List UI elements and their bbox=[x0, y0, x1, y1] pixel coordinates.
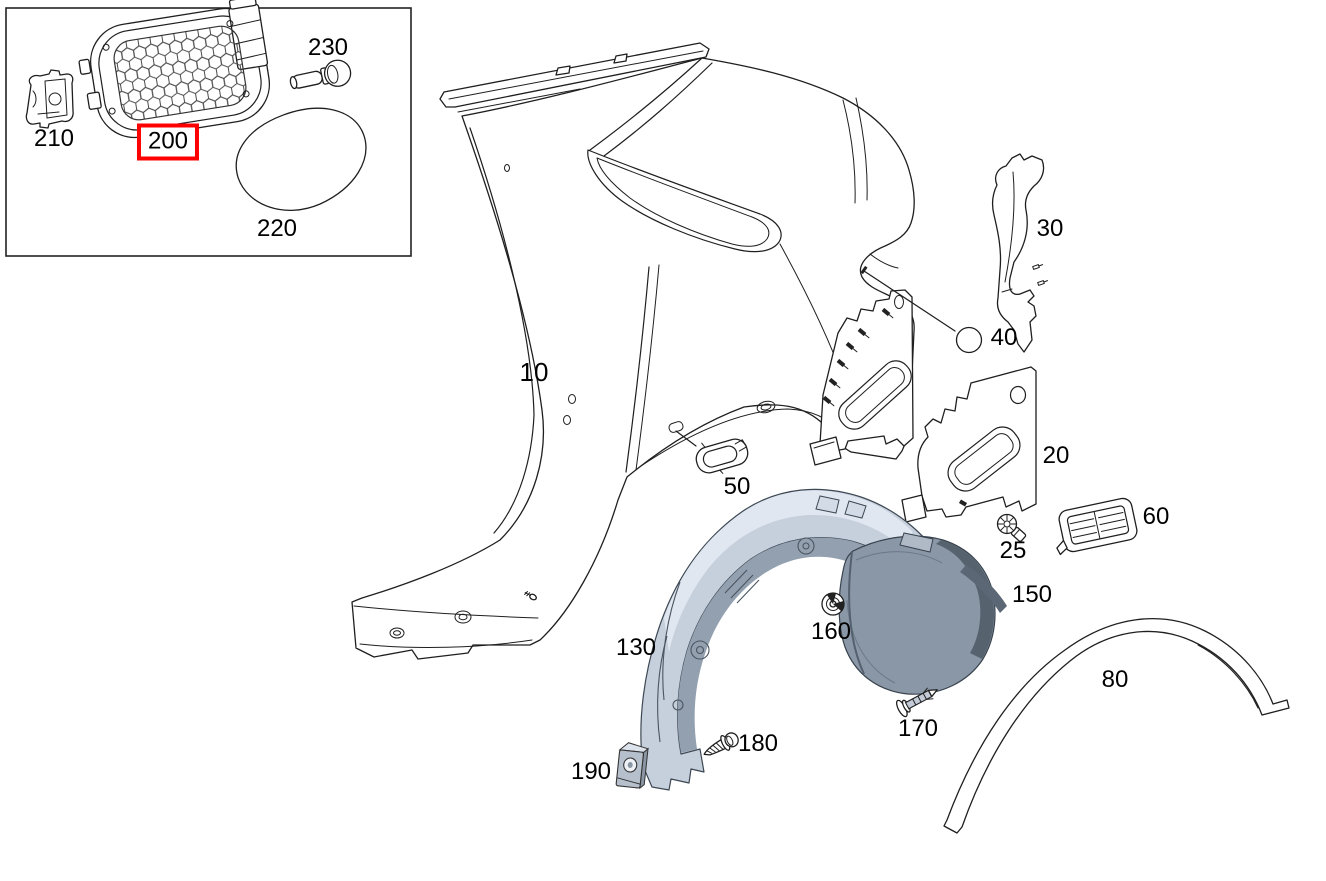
part-170-drawing[interactable] bbox=[895, 682, 942, 718]
part-190-drawing[interactable] bbox=[615, 742, 650, 790]
part-210-drawing[interactable] bbox=[25, 69, 74, 129]
part-60-drawing[interactable] bbox=[1050, 497, 1139, 556]
part-10-drawing[interactable] bbox=[351, 42, 917, 660]
part-20-drawing[interactable] bbox=[901, 366, 1037, 523]
inset-box bbox=[5, 0, 412, 257]
part-160-drawing[interactable] bbox=[821, 592, 845, 616]
part-50-drawing[interactable] bbox=[692, 432, 752, 480]
part-label-60[interactable]: 60 bbox=[1142, 503, 1170, 530]
part-label-30[interactable]: 30 bbox=[1036, 215, 1064, 242]
part-label-150[interactable]: 150 bbox=[1011, 581, 1053, 608]
part-80-drawing[interactable] bbox=[943, 617, 1290, 834]
part-220-drawing[interactable] bbox=[226, 97, 377, 222]
leader-line-40 bbox=[860, 265, 956, 332]
part-30-drawing[interactable] bbox=[991, 153, 1049, 353]
part-label-40[interactable]: 40 bbox=[990, 324, 1018, 351]
part-label-220[interactable]: 220 bbox=[256, 215, 298, 242]
part-label-50[interactable]: 50 bbox=[723, 473, 751, 500]
part-label-160[interactable]: 160 bbox=[810, 618, 852, 645]
part-label-230[interactable]: 230 bbox=[307, 34, 349, 61]
part-label-210[interactable]: 210 bbox=[33, 125, 75, 152]
part-180-drawing[interactable] bbox=[700, 730, 741, 761]
part-150-drawing[interactable] bbox=[960, 565, 1007, 613]
leader-line-50 bbox=[675, 430, 697, 447]
part-label-80[interactable]: 80 bbox=[1101, 666, 1129, 693]
part-label-20[interactable]: 20 bbox=[1042, 442, 1070, 469]
part-label-190[interactable]: 190 bbox=[570, 758, 612, 785]
part-label-25[interactable]: 25 bbox=[999, 537, 1027, 564]
part-label-200-highlighted[interactable]: 200 bbox=[136, 123, 200, 161]
part-label-180[interactable]: 180 bbox=[737, 730, 779, 757]
part-label-10[interactable]: 10 bbox=[519, 357, 549, 387]
part-label-170[interactable]: 170 bbox=[897, 715, 939, 742]
part-label-130[interactable]: 130 bbox=[615, 634, 657, 661]
part-200-drawing[interactable] bbox=[73, 0, 276, 145]
part-130-drawing[interactable] bbox=[640, 488, 996, 791]
part-25-drawing[interactable] bbox=[996, 513, 1027, 543]
part-230-drawing[interactable] bbox=[288, 58, 353, 96]
part-40-drawing[interactable] bbox=[955, 326, 983, 354]
